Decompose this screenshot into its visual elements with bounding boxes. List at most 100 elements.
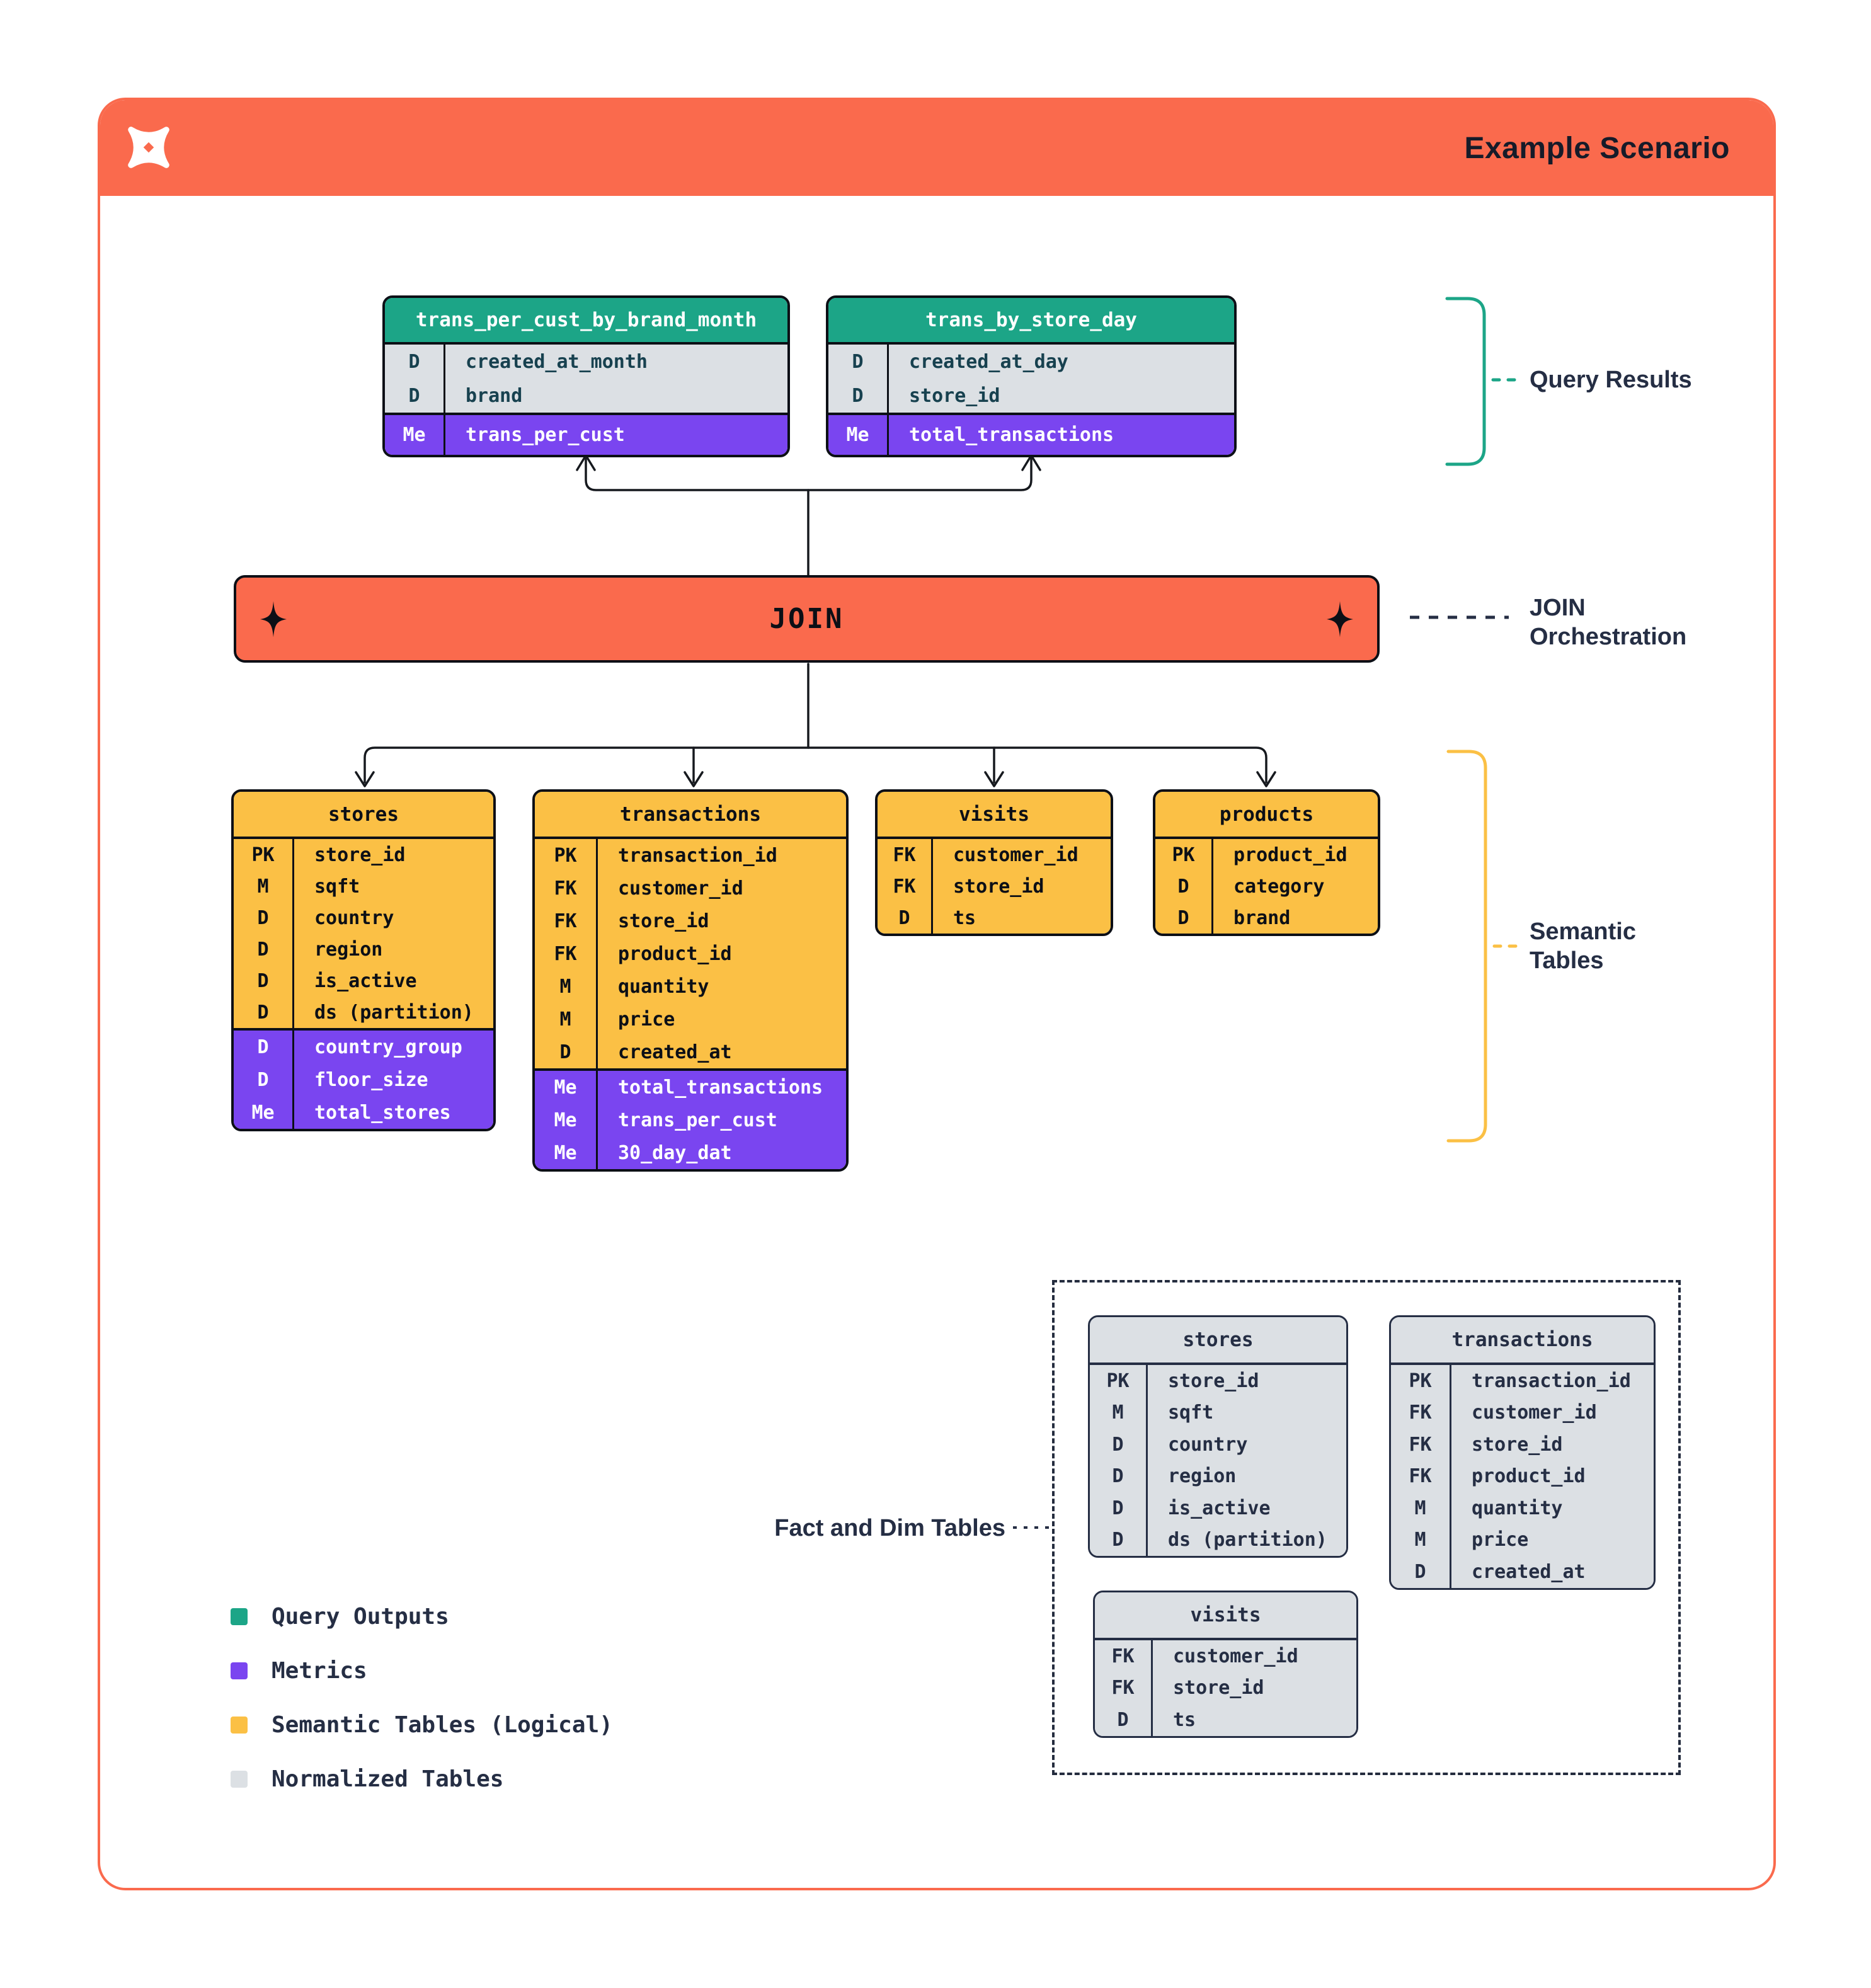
join-bar: JOIN — [234, 575, 1380, 663]
row-key: FK — [535, 872, 598, 905]
row-field: store_id — [909, 384, 1000, 407]
row-key: FK — [1391, 1460, 1451, 1492]
row-field: sqft — [314, 875, 360, 898]
row-key: D — [878, 902, 933, 934]
table-row: Me trans_per_cust — [385, 415, 787, 455]
row-key: FK — [535, 937, 598, 970]
row-key: Me — [535, 1136, 598, 1169]
legend-swatch-purple-icon — [231, 1662, 248, 1679]
row-key: PK — [1155, 839, 1213, 871]
row-field: is_active — [1168, 1497, 1271, 1519]
row-key: PK — [535, 839, 598, 872]
row-field: country_group — [314, 1036, 462, 1058]
table-title: visits — [878, 792, 1111, 839]
row-key: D — [234, 965, 294, 997]
row-key: D — [234, 1063, 294, 1096]
row-field: total_transactions — [618, 1076, 823, 1099]
row-key: PK — [234, 839, 294, 871]
row-field: customer_id — [953, 843, 1079, 866]
row-key: D — [1155, 902, 1213, 934]
row-key: M — [234, 871, 294, 902]
annotation-fact-dim: Fact and Dim Tables — [774, 1515, 1005, 1541]
legend-item-purple: Metrics — [231, 1658, 613, 1684]
legend-item-yellow: Semantic Tables (Logical) — [231, 1711, 613, 1738]
row-field: store_id — [953, 875, 1044, 898]
annotation-line: Tables — [1530, 947, 1604, 974]
legend-swatch-gray-icon — [231, 1770, 248, 1788]
legend-swatch-yellow-icon — [231, 1716, 248, 1734]
annotation-line: Orchestration — [1530, 624, 1687, 650]
row-key: M — [1090, 1397, 1148, 1429]
page-title: Example Scenario — [1464, 131, 1730, 165]
row-key: FK — [1095, 1640, 1153, 1672]
row-key: D — [1090, 1460, 1148, 1492]
row-field: created_at_day — [909, 350, 1068, 373]
dbt-logo-icon — [128, 127, 169, 168]
table-title: visits — [1095, 1592, 1356, 1640]
row-key: D — [234, 1031, 294, 1063]
row-key: M — [1391, 1524, 1451, 1556]
row-key: D — [1090, 1524, 1148, 1556]
row-field: region — [314, 938, 383, 961]
table-title: stores — [234, 792, 493, 839]
row-field: ds (partition) — [1168, 1529, 1327, 1551]
row-field: transaction_id — [1472, 1369, 1631, 1392]
legend-label: Query Outputs — [272, 1603, 449, 1630]
row-key: D — [535, 1036, 598, 1068]
row-field: country — [1168, 1433, 1248, 1456]
row-field: product_id — [1233, 843, 1347, 866]
row-key: Me — [385, 415, 445, 455]
row-field: created_at_month — [466, 350, 648, 373]
row-key: D — [1155, 871, 1213, 902]
table-title: trans_by_store_day — [828, 298, 1234, 345]
legend-swatch-green-icon — [231, 1608, 248, 1625]
row-field: transaction_id — [618, 844, 777, 867]
row-key: D — [234, 902, 294, 934]
row-key: M — [535, 1003, 598, 1036]
legend-item-gray: Normalized Tables — [231, 1766, 613, 1792]
row-field: ts — [953, 906, 976, 929]
row-field: customer_id — [1173, 1645, 1298, 1667]
annotation-semantic-tables: Semantic Tables — [1530, 917, 1636, 975]
row-key: FK — [1391, 1397, 1451, 1429]
sparkle-icon — [260, 600, 287, 637]
fact-dim-tables-box — [1052, 1280, 1681, 1775]
legend-item-green: Query Outputs — [231, 1603, 613, 1630]
sparkle-icon — [1327, 600, 1353, 637]
row-field: store_id — [1472, 1433, 1563, 1456]
legend-label: Semantic Tables (Logical) — [272, 1711, 613, 1738]
row-field: floor_size — [314, 1068, 428, 1091]
row-field: sqft — [1168, 1402, 1214, 1424]
row-field: store_id — [1173, 1677, 1264, 1700]
row-field: trans_per_cust — [466, 424, 625, 446]
annotation-join-orchestration: JOIN Orchestration — [1530, 593, 1686, 651]
annotation-line: Semantic — [1530, 918, 1636, 945]
row-key: D — [234, 934, 294, 965]
